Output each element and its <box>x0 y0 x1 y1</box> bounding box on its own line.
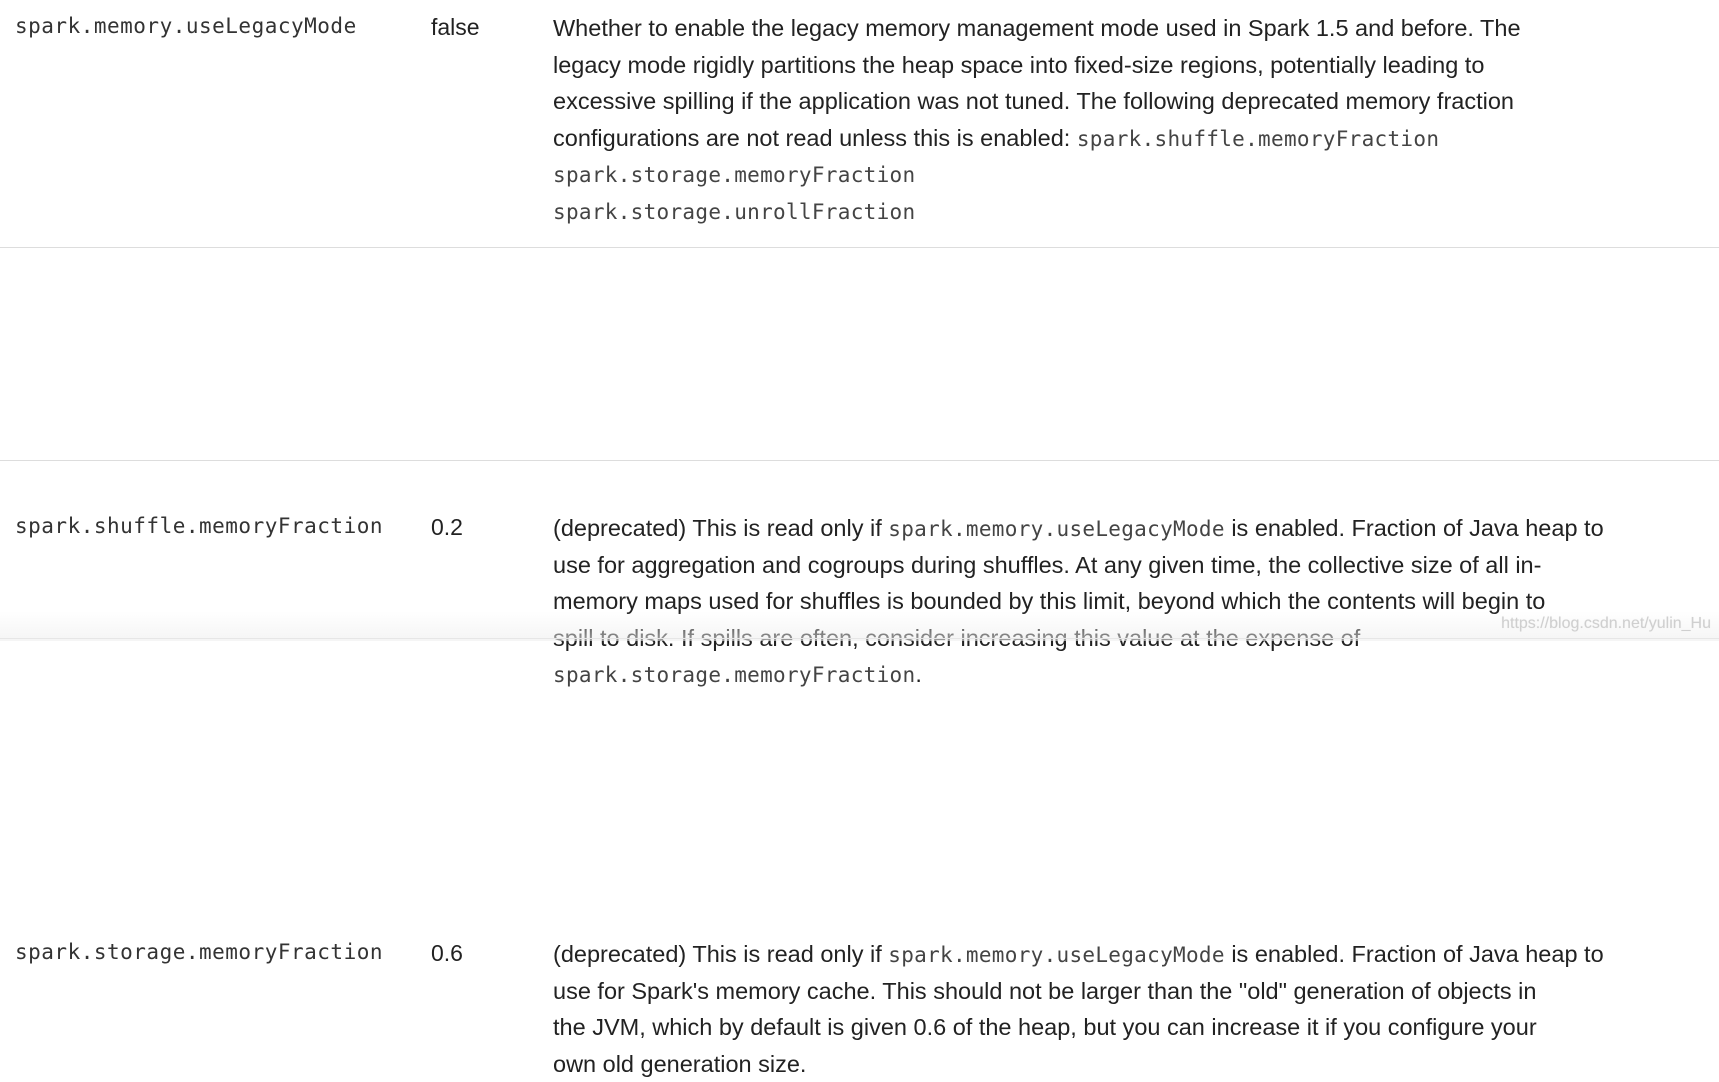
config-table: spark.memory.useLegacyMode false Whether… <box>0 0 1719 639</box>
code-property: spark.shuffle.memoryFraction <box>1077 127 1439 151</box>
description-line: legacy mode rigidly partitions the heap … <box>553 47 1719 84</box>
description-text: legacy mode rigidly partitions the heap … <box>553 52 1484 78</box>
bottom-shadow <box>0 611 1719 641</box>
description-line: configurations are not read unless this … <box>553 120 1719 157</box>
description-line: spark.storage.memoryFraction. <box>553 656 1719 693</box>
description-line: own old generation size. <box>553 1046 1719 1082</box>
code-property: spark.storage.memoryFraction <box>553 163 915 187</box>
description-line: spark.storage.memoryFraction <box>553 156 1719 193</box>
code-property: spark.storage.memoryFraction <box>553 663 915 687</box>
description-line: use for Spark's memory cache. This shoul… <box>553 973 1719 1010</box>
description-line: excessive spilling if the application wa… <box>553 83 1719 120</box>
description-text: configurations are not read unless this … <box>553 125 1077 151</box>
config-row: spark.memory.useLegacyMode false Whether… <box>0 0 1719 248</box>
default-value: 0.6 <box>431 940 463 967</box>
description-text: excessive spilling if the application wa… <box>553 88 1514 114</box>
description-text: . <box>915 661 922 687</box>
description-text: (deprecated) This is read only if <box>553 941 888 967</box>
description-text: is enabled. Fraction of Java heap to <box>1225 941 1604 967</box>
property-description: (deprecated) This is read only if spark.… <box>553 936 1719 1082</box>
property-name: spark.memory.useLegacyMode <box>15 14 357 38</box>
description-text: Whether to enable the legacy memory mana… <box>553 15 1521 41</box>
description-text: use for Spark's memory cache. This shoul… <box>553 978 1536 1004</box>
description-line: the JVM, which by default is given 0.6 o… <box>553 1009 1719 1046</box>
watermark: https://blog.csdn.net/yulin_Hu <box>1501 615 1711 633</box>
config-row: spark.shuffle.memoryFraction 0.2 (deprec… <box>0 248 1719 461</box>
description-line: spark.storage.unrollFraction <box>553 193 1719 230</box>
code-property: spark.storage.unrollFraction <box>553 200 915 224</box>
description-text: the JVM, which by default is given 0.6 o… <box>553 1014 1537 1040</box>
code-property: spark.memory.useLegacyMode <box>888 943 1225 967</box>
description-line: (deprecated) This is read only if spark.… <box>553 936 1719 973</box>
description-text: own old generation size. <box>553 1051 806 1077</box>
default-value: false <box>431 14 480 41</box>
description-line: Whether to enable the legacy memory mana… <box>553 10 1719 47</box>
property-name: spark.storage.memoryFraction <box>15 940 383 964</box>
property-description: Whether to enable the legacy memory mana… <box>553 10 1719 229</box>
